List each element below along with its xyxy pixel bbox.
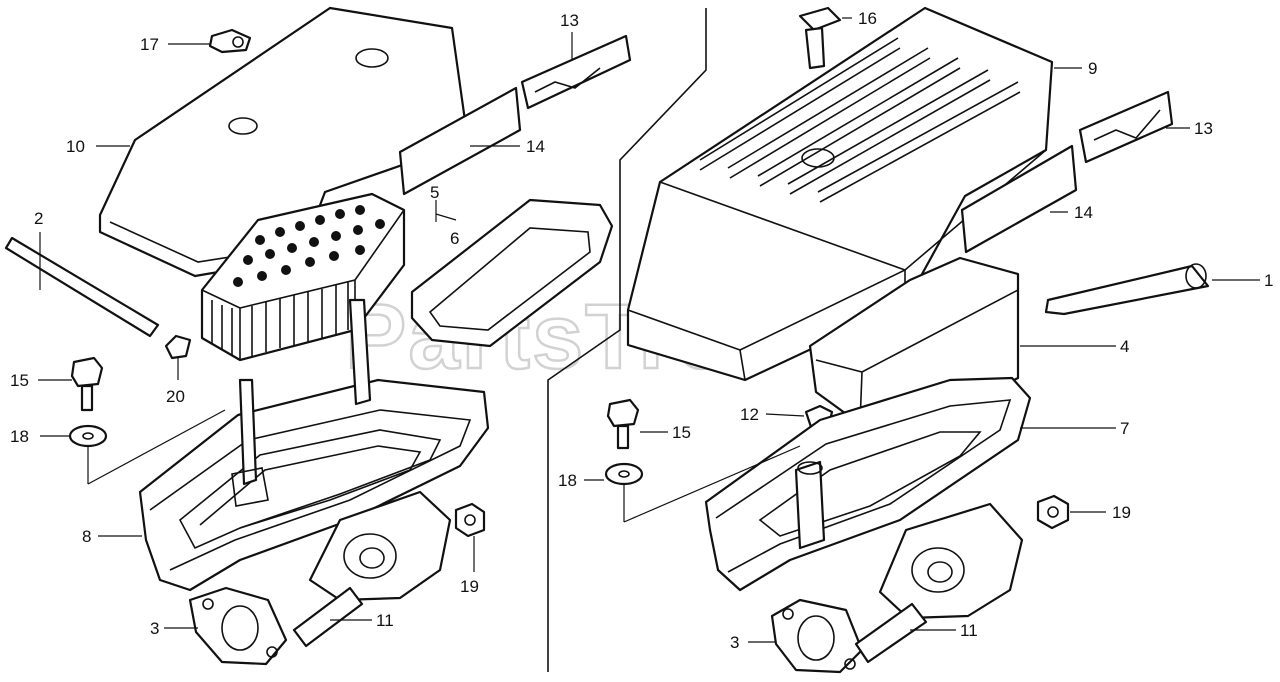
part-11-tube-right[interactable] — [854, 602, 928, 664]
callout-1: 1 — [1264, 271, 1273, 290]
callout-18-left: 18 — [10, 427, 29, 446]
case-studs-left — [231, 298, 372, 507]
callout-15-left: 15 — [10, 371, 29, 390]
callout-3-right: 3 — [730, 633, 739, 652]
part-18-washer-right[interactable] — [604, 462, 644, 486]
part-3-gasket-left[interactable] — [188, 586, 288, 666]
part-1-tube[interactable] — [1044, 263, 1210, 316]
callout-9: 9 — [1088, 59, 1097, 78]
part-17-wing-nut[interactable] — [208, 28, 252, 54]
callout-15-right: 15 — [672, 423, 691, 442]
filter-perforations — [233, 205, 385, 287]
leader-lines — [38, 17, 1260, 643]
part-18-washer-left[interactable] — [68, 424, 108, 448]
part-10-cover-left[interactable] — [98, 6, 470, 278]
callout-19-left: 19 — [460, 577, 479, 596]
callout-labels: 17 10 2 13 14 5 6 20 15 18 8 19 3 11 16 … — [10, 9, 1273, 652]
case-studs-right — [794, 460, 826, 550]
callout-20: 20 — [166, 387, 185, 406]
callout-8: 8 — [82, 527, 91, 546]
part-20-clip[interactable] — [164, 334, 192, 360]
callout-6: 6 — [450, 229, 459, 248]
intake-elbow-right — [878, 502, 1024, 620]
part-13-label-plate-left[interactable] — [520, 34, 632, 110]
callout-12: 12 — [740, 405, 759, 424]
callout-3-left: 3 — [150, 619, 159, 638]
part-8-case-left[interactable] — [138, 378, 490, 592]
part-16-bolt[interactable] — [798, 6, 842, 70]
callout-5: 5 — [430, 183, 439, 202]
callout-11-right: 11 — [960, 621, 978, 640]
part-11-tube-left[interactable] — [292, 586, 364, 648]
callout-16: 16 — [858, 9, 877, 28]
part-3-gasket-right[interactable] — [770, 598, 864, 674]
part-6-grommet[interactable] — [410, 198, 614, 348]
callout-7: 7 — [1120, 419, 1129, 438]
part-19-nut-left[interactable] — [454, 502, 486, 538]
callout-13-right: 13 — [1194, 119, 1213, 138]
cover-ribs — [699, 37, 1021, 203]
part-15-bolt-left[interactable] — [70, 356, 104, 412]
callout-13-left: 13 — [560, 11, 579, 30]
assembly-divider — [547, 8, 707, 672]
callout-19-right: 19 — [1112, 503, 1131, 522]
part-14-decal-right[interactable] — [960, 144, 1078, 254]
part-7-case-right[interactable] — [704, 376, 1032, 592]
part-2-tube[interactable] — [4, 236, 160, 338]
callout-10: 10 — [66, 137, 85, 156]
callout-4: 4 — [1120, 337, 1129, 356]
callout-14-right: 14 — [1074, 203, 1093, 222]
filter-pleats — [211, 282, 349, 356]
callout-11-left: 11 — [376, 611, 394, 630]
callout-17: 17 — [140, 35, 159, 54]
part-15-bolt-right[interactable] — [606, 398, 640, 450]
part-14-decal-left[interactable] — [398, 86, 522, 196]
callout-18-right: 18 — [558, 471, 577, 490]
callout-2: 2 — [34, 209, 43, 228]
callout-14-left: 14 — [526, 137, 545, 156]
part-13-label-plate-right[interactable] — [1078, 90, 1174, 164]
part-19-nut-right[interactable] — [1036, 494, 1070, 530]
